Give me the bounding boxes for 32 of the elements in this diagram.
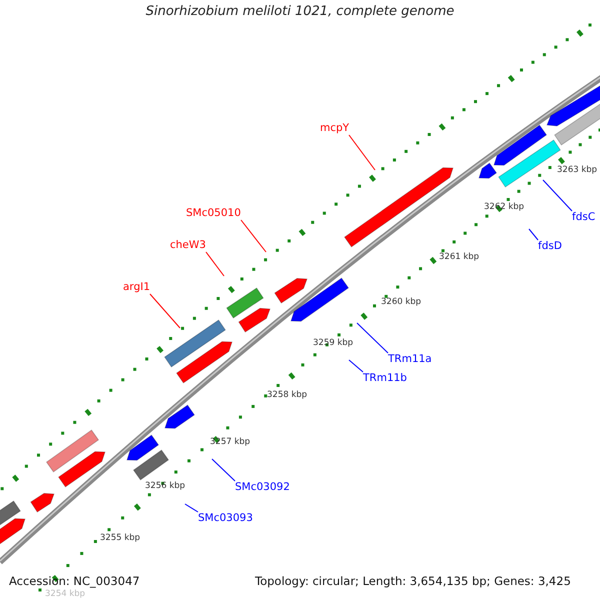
title: Sinorhizobium meliloti 1021, complete genome [146,4,454,19]
tick-label: 3259 kbp [313,338,354,348]
leader-line [240,220,266,252]
gene-label: SMc05010 [186,207,241,220]
tick-label: 3258 kbp [267,390,308,400]
genome-info: Accession: NC_003047 [9,574,140,589]
leader-line [542,180,572,212]
leader-line [150,294,180,328]
gene-label: mcpY [320,122,350,135]
leader-line [528,228,538,240]
gene-label: SMc03092 [235,481,290,494]
leader-line [356,322,388,354]
leader-line [348,360,364,372]
gene-label: TRm11b [363,372,407,385]
tick-label: 3254 kbp [45,589,86,599]
gene-label: argI1 [123,281,150,294]
gene-label: fdsC [572,211,596,224]
tick-label: 3263 kbp [557,165,598,175]
gene-label: TRm11a [388,353,432,366]
leader-line [348,134,376,170]
tick-label: 3261 kbp [439,252,480,262]
leader-line [206,252,224,276]
tick-label: 3260 kbp [381,297,422,307]
tick-label: 3256 kbp [145,481,186,491]
genome-info: Topology: circular; Length: 3,654,135 bp; Genes: 3,425 [255,574,571,589]
gene-label: cheW3 [170,239,206,252]
gene-label: fdsD [538,240,562,253]
leader-line [212,458,236,482]
leader-line [184,504,198,512]
tick-label: 3255 kbp [100,533,140,543]
tick-label: 3257 kbp [210,437,250,447]
gene-label: SMc03093 [198,512,253,525]
